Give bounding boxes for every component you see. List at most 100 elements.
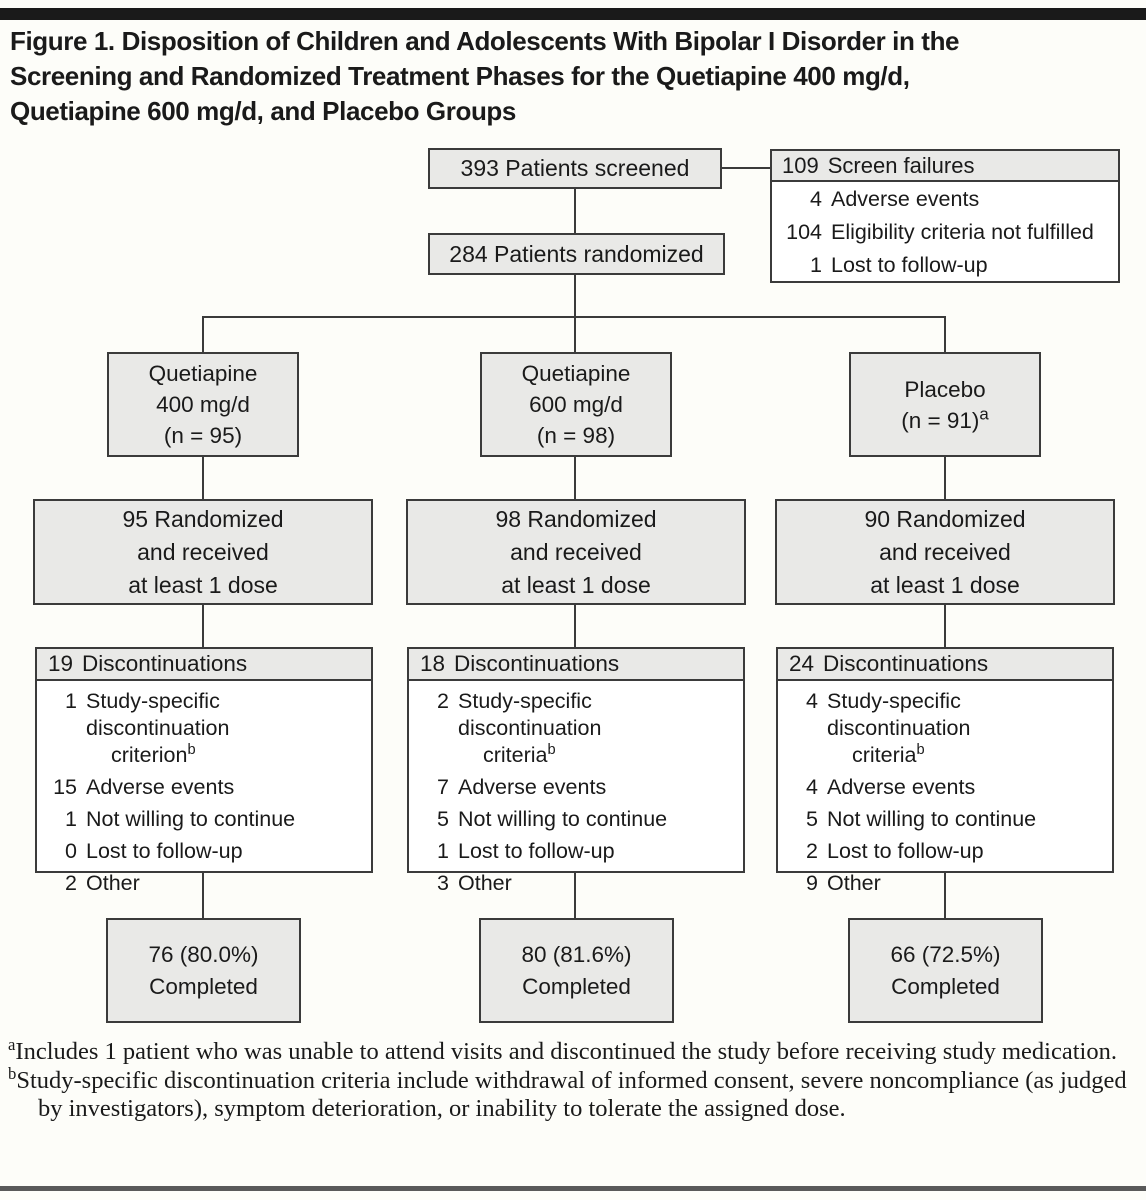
figure-title-line: Figure 1. Disposition of Children and Ad…	[10, 26, 960, 56]
connector-line	[944, 605, 946, 647]
discontinuations-header: 19 Discontinuations	[37, 649, 371, 681]
item-label-line2: criterionb	[86, 743, 196, 767]
screen-failures-label: Screen failures	[827, 152, 975, 178]
item-label-line1: Study-specific discontinuation	[827, 689, 971, 740]
arm-box-placebo: Placebo (n = 91)a	[849, 352, 1041, 457]
screen-failures-header: 109 Screen failures	[772, 151, 1118, 182]
connector-line	[574, 316, 576, 353]
discontinuations-box: 19 Discontinuations 1 Study-specific dis…	[35, 647, 373, 895]
connector-line	[574, 873, 576, 918]
connector-line	[944, 873, 946, 918]
arm-name: Quetiapine	[148, 361, 258, 386]
arm-dose: 600 mg/d	[529, 392, 623, 417]
received-line: and received	[510, 538, 642, 565]
received-line: and received	[879, 538, 1011, 565]
discontinuations-header: 24 Discontinuations	[778, 649, 1112, 681]
received-line: at least 1 dose	[501, 571, 651, 598]
received-line: at least 1 dose	[870, 571, 1020, 598]
arm-dose: 400 mg/d	[156, 392, 250, 417]
screen-failure-item: 4 Adverse events	[782, 185, 1112, 214]
discontinuations-count: 19	[47, 651, 73, 676]
item-label-line2: criteriab	[458, 743, 556, 767]
completed-label: Completed	[891, 973, 1000, 999]
connector-line	[574, 275, 576, 318]
item-label: Other	[827, 871, 881, 895]
item-count: 2	[65, 871, 77, 895]
discontinuations-label: Discontinuations	[823, 651, 989, 676]
footnotes: aIncludes 1 patient who was unable to at…	[8, 1036, 1140, 1124]
item-label-line2: criteriab	[827, 743, 925, 767]
completed-box: 66 (72.5%) Completed	[848, 918, 1043, 1023]
discontinuation-item: 1 Lost to follow-up	[413, 838, 737, 865]
item-count: 4	[810, 187, 822, 211]
connector-line	[944, 457, 946, 499]
item-count: 3	[437, 871, 449, 895]
footnote-text: Includes 1 patient who was unable to att…	[15, 1038, 1117, 1065]
arm-box-quetiapine-600: Quetiapine 600 mg/d (n = 98)	[480, 352, 672, 457]
completed-count: 76 (80.0%)	[148, 941, 259, 967]
completed-count: 66 (72.5%)	[890, 941, 1001, 967]
box-patients-screened: 393 Patients screened	[428, 148, 722, 189]
item-count: 104	[786, 220, 822, 244]
item-label: Study-specific discontinuation criterionb	[86, 688, 365, 769]
discontinuation-item: 2 Lost to follow-up	[782, 838, 1106, 865]
received-dose-box: 90 Randomized and received at least 1 do…	[775, 499, 1115, 605]
item-count: 5	[437, 807, 449, 831]
item-label-wrap: criteria	[483, 743, 548, 767]
figure-title-line: Screening and Randomized Treatment Phase…	[10, 61, 910, 91]
discontinuation-item: 3 Other	[413, 870, 737, 897]
item-label: Adverse events	[831, 187, 980, 211]
item-count: 5	[806, 807, 818, 831]
item-label: Lost to follow-up	[86, 839, 243, 863]
footnote-text: Study-specific discontinuation criteria …	[16, 1066, 1127, 1123]
completed-box: 80 (81.6%) Completed	[479, 918, 674, 1023]
box-patients-randomized: 284 Patients randomized	[428, 233, 725, 275]
item-label: Lost to follow-up	[458, 839, 615, 863]
discontinuations-box: 18 Discontinuations 2 Study-specific dis…	[407, 647, 745, 895]
received-line: at least 1 dose	[128, 571, 278, 598]
discontinuation-item: 1 Not willing to continue	[41, 806, 365, 833]
arm-name: Placebo	[904, 376, 986, 402]
connector-line	[202, 605, 204, 647]
box-screen-failures: 109 Screen failures 4 Adverse events 104…	[770, 149, 1120, 283]
received-line: 95 Randomized	[122, 505, 284, 532]
item-count: 1	[810, 253, 822, 277]
discontinuation-item: 4 Adverse events	[782, 774, 1106, 801]
received-dose-box: 95 Randomized and received at least 1 do…	[33, 499, 373, 605]
item-label: Adverse events	[827, 775, 976, 799]
screen-failures-list: 4 Adverse events 104 Eligibility criteri…	[772, 182, 1118, 280]
item-label: Other	[458, 871, 512, 895]
connector-line	[722, 167, 770, 169]
discontinuation-item: 0 Lost to follow-up	[41, 838, 365, 865]
item-label: Adverse events	[458, 775, 607, 799]
discontinuations-box: 24 Discontinuations 4 Study-specific dis…	[776, 647, 1114, 895]
item-label-line1: Study-specific discontinuation	[86, 689, 230, 740]
discontinuations-label: Discontinuations	[454, 651, 620, 676]
arm-n: (n = 98)	[537, 420, 615, 451]
figure-title-line: Quetiapine 600 mg/d, and Placebo Groups	[10, 96, 516, 126]
item-count: 4	[806, 689, 818, 713]
item-label: Not willing to continue	[86, 807, 296, 831]
discontinuation-item: 2 Other	[41, 870, 365, 897]
completed-count: 80 (81.6%)	[521, 941, 632, 967]
footnote-b: bStudy-specific discontinuation criteria…	[8, 1065, 1140, 1124]
discontinuation-item: 9 Other	[782, 870, 1106, 897]
item-label-wrap: criterion	[111, 743, 188, 767]
item-count: 7	[437, 775, 449, 799]
connector-line	[202, 873, 204, 918]
footnote-marker: b	[547, 741, 556, 758]
completed-label: Completed	[149, 973, 258, 999]
arm-n-label: (n = 91)	[901, 407, 980, 433]
discontinuations-label: Discontinuations	[82, 651, 248, 676]
item-count: 4	[806, 775, 818, 799]
item-count: 2	[806, 839, 818, 863]
discontinuation-item: 5 Not willing to continue	[413, 806, 737, 833]
completed-label: Completed	[522, 973, 631, 999]
received-dose-box: 98 Randomized and received at least 1 do…	[406, 499, 746, 605]
